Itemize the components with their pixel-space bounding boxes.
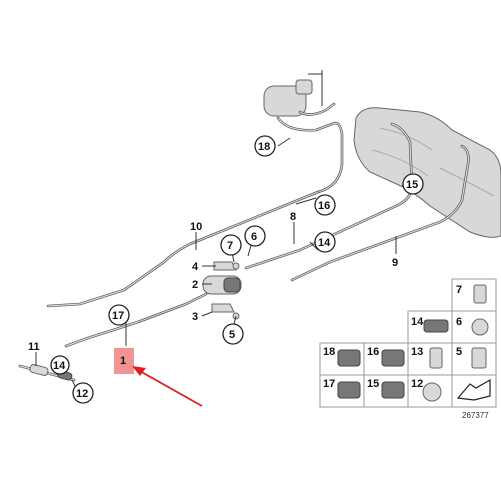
legend-item-5: 5 [456, 346, 462, 358]
callout-17: 17 [108, 304, 130, 326]
callout-3: 3 [192, 311, 198, 323]
svg-text:16: 16 [318, 200, 330, 212]
callout-14-bottom: 14 [50, 355, 70, 375]
svg-text:18: 18 [258, 141, 270, 153]
carbon-canister [263, 70, 336, 117]
callout-1: 1 [120, 355, 126, 367]
callout-12: 12 [72, 382, 94, 404]
callout-7: 7 [220, 234, 242, 256]
pointer-arrow [132, 366, 203, 407]
svg-text:12: 12 [76, 388, 88, 400]
callout-15: 15 [402, 173, 424, 195]
callout-11: 11 [28, 341, 40, 353]
legend-item-15: 15 [367, 378, 379, 390]
svg-text:15: 15 [406, 179, 418, 191]
svg-text:17: 17 [112, 310, 124, 322]
callout-2: 2 [192, 279, 198, 291]
svg-text:7: 7 [227, 240, 233, 252]
callout-6: 6 [244, 225, 266, 247]
legend-item-18: 18 [323, 346, 335, 358]
svg-text:5: 5 [229, 329, 235, 341]
reference-number: 267377 [462, 411, 489, 420]
callout-18: 18 [254, 135, 276, 157]
legend-item-12: 12 [411, 378, 423, 390]
legend-item-13: 13 [411, 346, 423, 358]
fuel-filter-assembly [64, 261, 242, 348]
callout-5: 5 [222, 323, 244, 345]
callout-14-top: 14 [314, 231, 336, 253]
direction-arrow-icon [456, 378, 491, 401]
callout-10: 10 [190, 221, 202, 233]
legend-item-14: 14 [411, 316, 424, 328]
callout-16: 16 [314, 194, 336, 216]
parts-legend: 7 14 6 18 16 13 5 17 15 12 [319, 278, 497, 408]
highlight-box [114, 348, 134, 374]
svg-text:14: 14 [318, 237, 331, 249]
callout-4: 4 [192, 261, 199, 273]
legend-item-17: 17 [323, 378, 335, 390]
svg-text:14: 14 [53, 360, 66, 372]
fuel-tank [353, 107, 501, 238]
callout-9: 9 [392, 257, 398, 269]
legend-item-16: 16 [367, 346, 379, 358]
callout-8: 8 [290, 211, 296, 223]
legend-item-7: 7 [456, 284, 462, 296]
legend-item-6: 6 [456, 316, 462, 328]
svg-text:6: 6 [251, 231, 257, 243]
